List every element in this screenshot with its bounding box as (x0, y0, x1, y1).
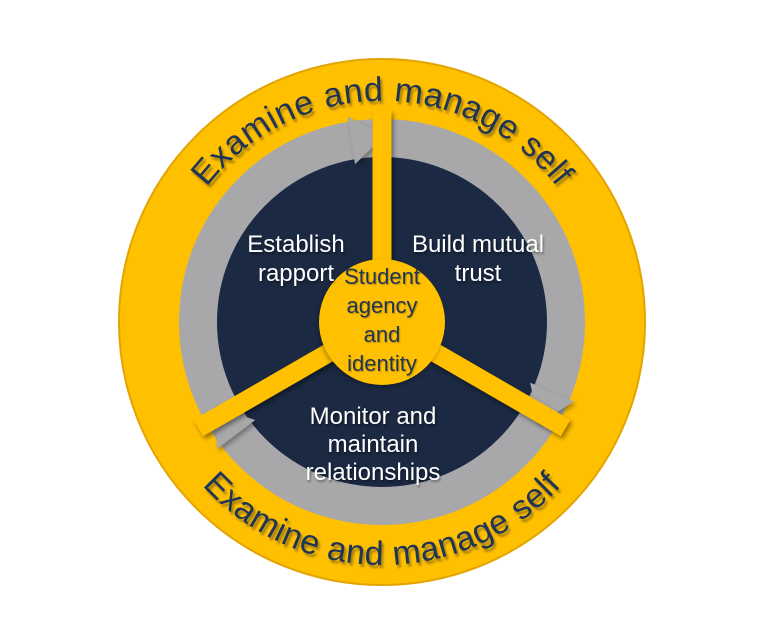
sector-label-establish-rapport: Establish rapport (247, 231, 344, 287)
center-label-line: identity (347, 351, 417, 376)
sector-label-line: rapport (258, 260, 334, 287)
clockwise-arrow-icon (347, 116, 385, 165)
sector-label-line: Establish (247, 231, 344, 258)
sector-label-line: Build mutual (412, 231, 544, 258)
sector-label-build-mutual-trust: Build mutual trust (412, 231, 544, 287)
sector-label-line: maintain (328, 431, 419, 458)
center-label: Student agency and identity (344, 264, 420, 376)
sector-label-monitor-maintain-relationships: Monitor and maintain relationships (306, 403, 441, 486)
sector-label-line: Monitor and (310, 403, 437, 430)
center-label-line: and (364, 322, 401, 347)
sector-label-line: trust (455, 260, 502, 287)
center-label-line: agency (347, 293, 418, 318)
center-circle (319, 259, 445, 385)
sector-label-line: relationships (306, 459, 441, 486)
center-label-line: Student (344, 264, 420, 289)
